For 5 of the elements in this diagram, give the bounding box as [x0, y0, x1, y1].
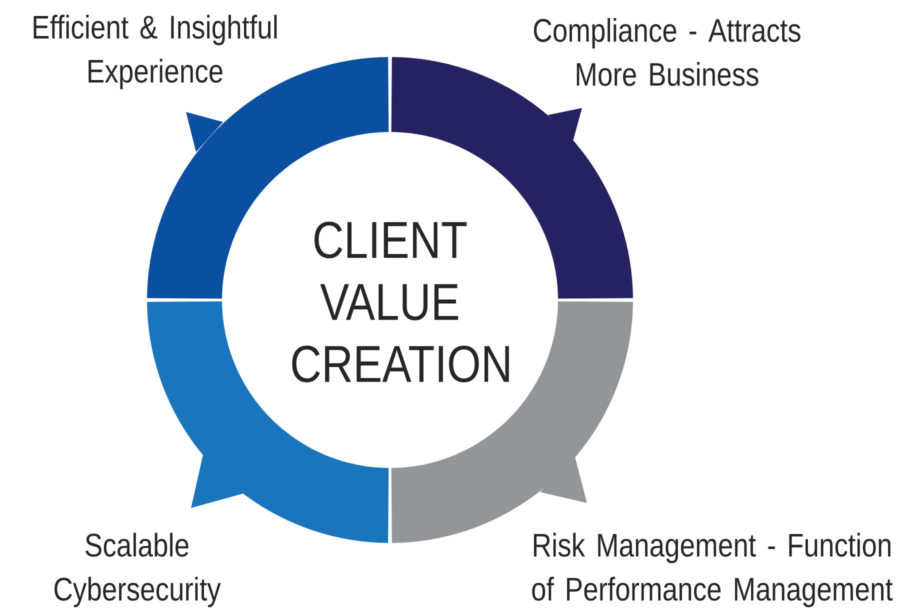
segment-label: Risk Management - Function of Performance Management: [532, 532, 893, 608]
segment-label: Efficient & Insightful Experience: [34, 14, 277, 90]
center-text: CLIENT VALUE CREATION: [292, 222, 509, 382]
segment-label: Scalable Cybersecurity: [54, 532, 221, 608]
segment-label: Compliance - Attracts More Business: [534, 18, 800, 86]
